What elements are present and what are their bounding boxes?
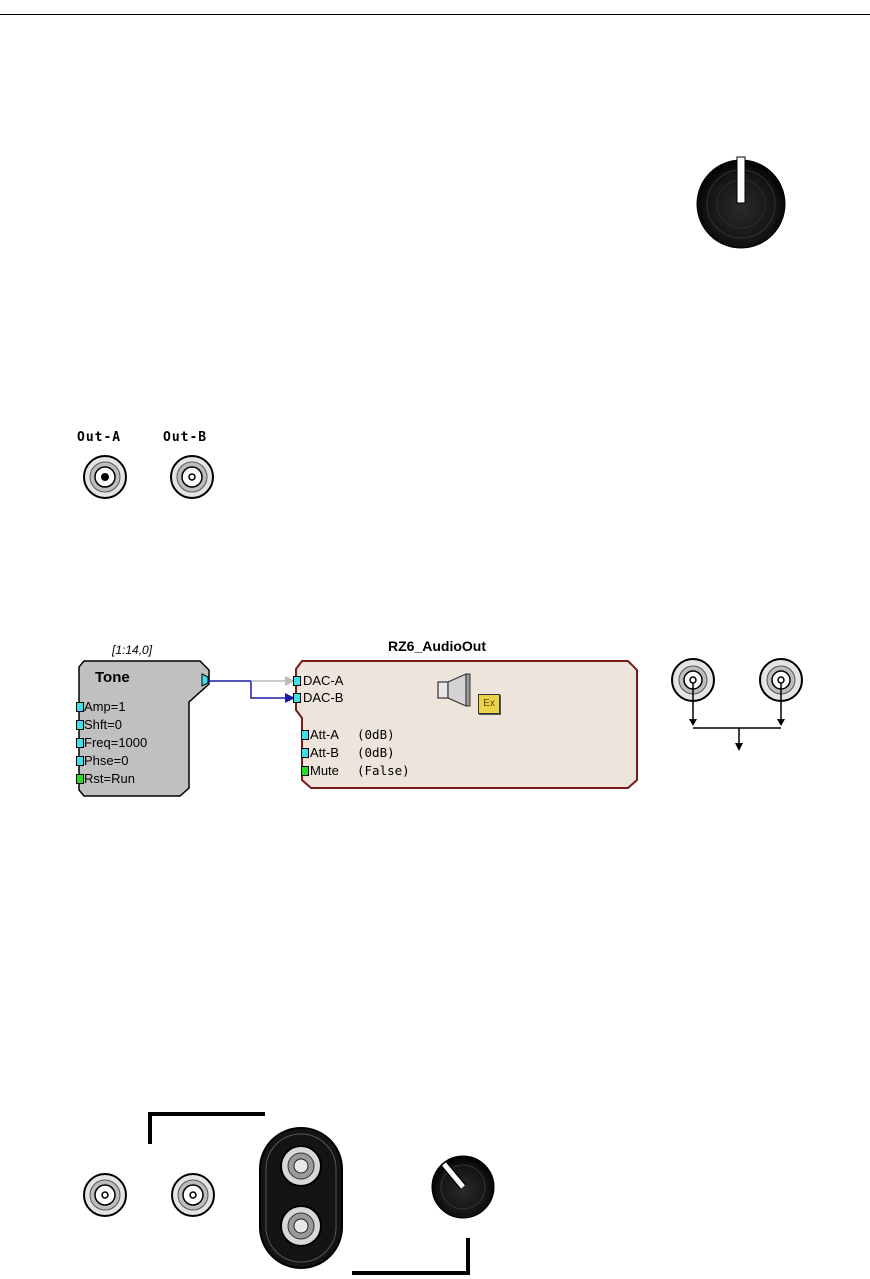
audio-out-input-dac-a: DAC-A: [303, 673, 344, 688]
rst-port-icon[interactable]: [76, 774, 84, 784]
audio-out-param-att-b-name: Att-B: [310, 745, 339, 760]
rca-jack-panel-icon[interactable]: [258, 1126, 344, 1270]
tone-param-shft: Shft=0: [84, 717, 122, 732]
att-a-port-icon[interactable]: [301, 730, 309, 740]
speaker-icon: [437, 673, 471, 707]
audio-out-param-mute-name: Mute: [310, 763, 339, 778]
audio-out-input-dac-b: DAC-B: [303, 690, 344, 705]
audio-out-param-mute-value: (False): [357, 763, 410, 778]
bnc-connector-out-b-icon[interactable]: [169, 454, 215, 500]
phse-port-icon[interactable]: [76, 756, 84, 766]
tone-param-rst: Rst=Run: [84, 771, 135, 786]
tone-param-freq: Freq=1000: [84, 735, 148, 750]
dac-b-port-icon[interactable]: [293, 693, 301, 703]
bracket-line-top: [148, 1112, 265, 1144]
gain-knob-icon[interactable]: [430, 1154, 496, 1220]
out-a-label: Out-A: [77, 430, 122, 445]
tone-block-title: Tone: [95, 669, 130, 686]
amp-port-icon[interactable]: [76, 702, 84, 712]
dac-a-port-icon[interactable]: [293, 676, 301, 686]
att-b-port-icon[interactable]: [301, 748, 309, 758]
audio-out-param-att-a-value: (0dB): [357, 727, 395, 742]
bnc-connector-out-a-icon[interactable]: [82, 454, 128, 500]
tone-param-amp: Amp=1: [84, 699, 126, 714]
ex-badge: Ex: [478, 694, 500, 714]
bnc-connector-bottom-2-icon[interactable]: [170, 1172, 216, 1218]
out-b-label: Out-B: [163, 430, 208, 445]
audio-out-param-att-b-value: (0dB): [357, 745, 395, 760]
tone-param-phse: Phse=0: [84, 753, 129, 768]
audio-out-param-att-a-name: Att-A: [310, 727, 339, 742]
tone-block-index: [1:14,0]: [112, 643, 153, 657]
tone-block[interactable]: [78, 660, 218, 798]
level-knob-icon[interactable]: [696, 154, 786, 250]
signal-wires: [208, 676, 295, 703]
bnc-connector-bottom-1-icon[interactable]: [82, 1172, 128, 1218]
freq-port-icon[interactable]: [76, 738, 84, 748]
header-rule: [0, 14, 870, 15]
shft-port-icon[interactable]: [76, 720, 84, 730]
audio-out-block-title: RZ6_AudioOut: [388, 638, 486, 654]
bracket-line-bottom: [352, 1238, 470, 1275]
output-bnc-diagram: [671, 658, 803, 751]
mute-port-icon[interactable]: [301, 766, 309, 776]
